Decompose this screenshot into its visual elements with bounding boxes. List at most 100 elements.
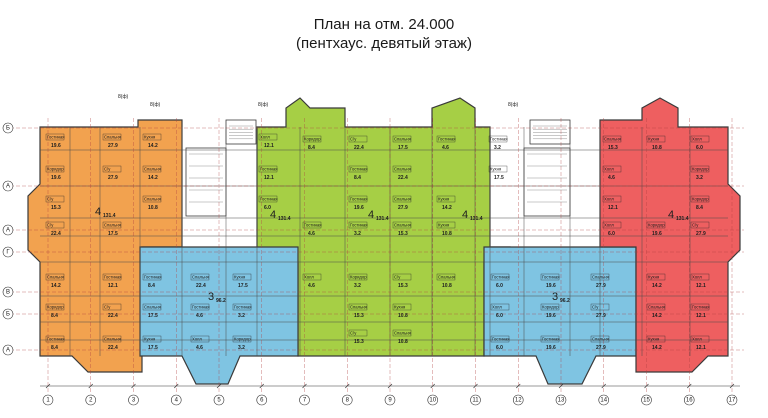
dimension-tick <box>387 383 393 389</box>
room-area: 27.9 <box>596 313 606 319</box>
axis-bubble-col <box>170 394 182 406</box>
room-name: Гостиная <box>438 137 456 142</box>
room-tag <box>190 303 210 311</box>
axis-bubble-row <box>2 246 14 258</box>
room-tag <box>436 135 456 143</box>
room-area: 3.2 <box>354 231 361 237</box>
room-name: Спальня <box>144 167 161 172</box>
room-name: Гостиная <box>47 135 65 140</box>
axis-label-col: 9 <box>388 398 392 404</box>
room-tag <box>142 273 162 281</box>
apartment-block-orange <box>27 119 183 373</box>
axis-label-col: 14 <box>600 398 607 404</box>
axis-label-row: Б <box>6 126 10 132</box>
room-tag <box>392 273 412 281</box>
axis-bubble-col <box>128 394 139 406</box>
axis-bubble-col <box>213 394 225 406</box>
room-tag <box>232 303 252 311</box>
room-area: 6.0 <box>496 345 503 351</box>
room-tag <box>348 303 368 311</box>
room-name: Гостиная <box>234 305 252 310</box>
axis-bubble-col <box>683 394 695 406</box>
section-mark: 8(ф) <box>258 102 269 108</box>
dimension-tick <box>131 383 136 389</box>
room-tag <box>142 195 162 203</box>
room-name: С/у <box>350 137 357 142</box>
room-tag <box>646 303 666 311</box>
room-tag <box>45 195 65 203</box>
room-name: Холл <box>692 337 702 342</box>
dimension-line <box>40 383 740 389</box>
room-name: Спальня <box>394 223 411 228</box>
axis-bubble-row <box>2 180 14 192</box>
room-area: 12.1 <box>696 345 706 351</box>
room-name: Гостиная <box>542 337 560 342</box>
room-tag <box>392 221 412 229</box>
axis-label-col: 2 <box>89 398 93 404</box>
room-name: Гостиная <box>492 275 510 280</box>
room-tag <box>602 195 622 203</box>
room-name: Холл <box>692 137 702 142</box>
room-name: Коридор <box>542 305 559 310</box>
axis-label-col: 5 <box>217 398 221 404</box>
room-tag <box>690 303 710 311</box>
axis-label-col: 1 <box>46 398 50 404</box>
dimension-tick <box>644 383 649 389</box>
axis-bubble-col <box>598 394 610 406</box>
room-name: Гостиная <box>350 197 368 202</box>
room-name: Холл <box>692 275 702 280</box>
room-area: 15.3 <box>354 339 364 345</box>
room-tag <box>436 195 456 203</box>
room-tag <box>348 329 368 337</box>
room-name: Гостиная <box>260 167 278 172</box>
section-mark: 8(ф) <box>508 102 519 108</box>
axis-label-col: 8 <box>346 398 350 404</box>
room-name: С/у <box>350 331 357 336</box>
room-area: 3.2 <box>494 145 501 151</box>
room-name: Холл <box>604 223 614 228</box>
dimension-tick <box>729 383 735 389</box>
room-area: 17.5 <box>108 231 118 237</box>
room-tag <box>45 273 65 281</box>
apartment-area: 131.4 <box>278 216 291 222</box>
room-area: 22.4 <box>196 283 206 289</box>
room-name: Холл <box>192 337 202 342</box>
room-name: Гостиная <box>304 223 322 228</box>
room-tag <box>142 165 162 173</box>
room-name: Коридор <box>304 137 321 142</box>
room-tag <box>102 165 122 173</box>
room-tag <box>690 221 710 229</box>
room-tag <box>142 133 162 141</box>
room-tag <box>102 221 122 229</box>
room-area: 19.6 <box>546 283 556 289</box>
room-name: Спальня <box>394 167 411 172</box>
room-tag <box>690 273 710 281</box>
room-area: 10.8 <box>148 205 158 211</box>
room-tag <box>590 303 610 311</box>
axis-label-col: 16 <box>686 398 693 404</box>
room-tag <box>348 221 368 229</box>
room-area: 17.5 <box>148 313 158 319</box>
apartment-area: 131.4 <box>470 216 483 222</box>
room-name: Гостиная <box>350 167 368 172</box>
room-tag <box>690 135 710 143</box>
room-tag <box>302 135 322 143</box>
room-name: Спальня <box>648 305 665 310</box>
room-tag <box>490 273 510 281</box>
room-area: 8.4 <box>308 145 315 151</box>
room-area: 22.4 <box>108 345 118 351</box>
apartment-type-label: 3 <box>552 291 558 303</box>
dimension-tick <box>174 383 179 389</box>
room-tag <box>392 135 412 143</box>
room-name: Холл <box>604 197 614 202</box>
axis-bubble-col <box>641 394 652 406</box>
apartment-block-blue <box>139 246 299 385</box>
stair-core <box>529 119 571 145</box>
room-tag <box>258 165 278 173</box>
room-name: Гостиная <box>47 337 65 342</box>
section-mark: 8(ф) <box>150 102 161 108</box>
axis-label-col: 13 <box>558 398 565 404</box>
room-area: 6.0 <box>496 283 503 289</box>
room-area: 14.2 <box>652 345 662 351</box>
